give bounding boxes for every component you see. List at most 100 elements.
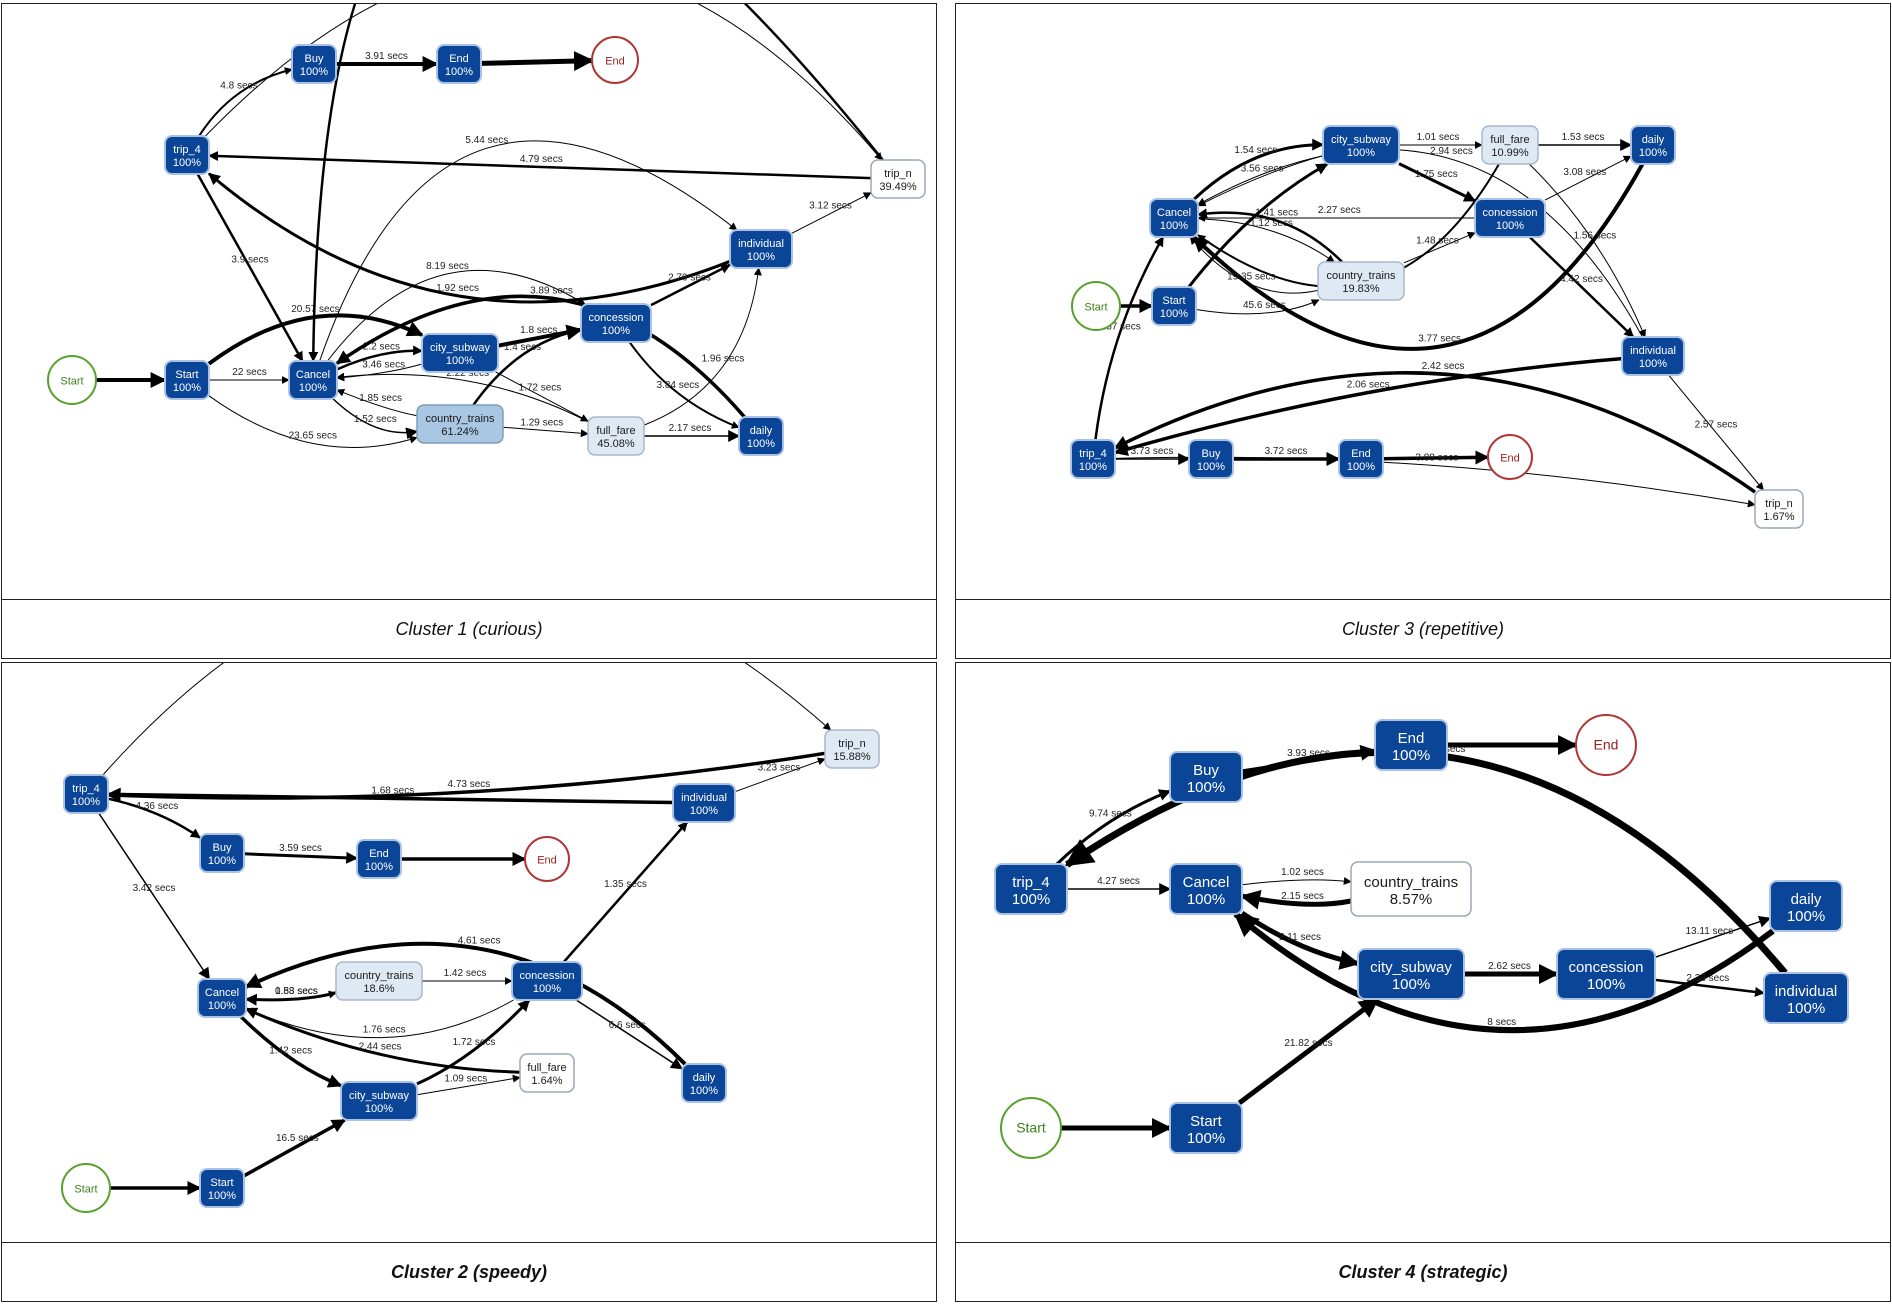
edge-tripn-to-trip4 <box>106 751 826 803</box>
edge-label: 19.35 secs <box>1227 272 1275 283</box>
node-layer: Buy100%End100%Endtrip_4100%Cancel100%cou… <box>994 714 1849 1159</box>
edge-label: 4.8 secs <box>220 80 257 91</box>
edge-label: 1.72 secs <box>453 1037 496 1048</box>
edge-label: 1.52 secs <box>354 414 397 425</box>
edge-trip4-to-buy <box>107 797 201 839</box>
node-percentage: 1.67% <box>1763 511 1794 523</box>
edge-label: 1.42 secs <box>269 1045 312 1056</box>
end-circle-node: End <box>524 836 570 882</box>
edge-cancel-to-city <box>336 345 423 371</box>
node-label: daily <box>1642 134 1665 146</box>
edge-concession-to-daily <box>575 999 684 1070</box>
edge-label: 5.57 secs <box>1098 321 1141 332</box>
edge-label: 1.42 secs <box>444 968 487 979</box>
edge-label: 22 secs <box>232 367 266 378</box>
edge-startb-to-country <box>208 395 418 449</box>
edge-city-to-concession <box>1398 162 1477 203</box>
node-label: concession <box>1482 207 1537 219</box>
edge-label: 1.01 secs <box>1417 132 1460 143</box>
edge-trip4-to-buy <box>198 67 293 137</box>
node-layer: Cancel100%city_subway100%full_fare10.99%… <box>1070 125 1804 529</box>
node-layer: StartBuy100%End100%Endtrip_4100%trip_n39… <box>47 36 926 456</box>
edge-label: 8.19 secs <box>426 261 469 272</box>
node-label: daily <box>1791 891 1822 908</box>
edge-label: 23.65 secs <box>289 431 337 442</box>
edge-label: 3.08 secs <box>1563 167 1606 178</box>
edge-startb-to-city <box>1237 997 1380 1105</box>
node-percentage: 100% <box>208 1000 236 1012</box>
node-tripn: trip_n39.49% <box>870 159 926 199</box>
edge-label: 3.56 secs <box>1241 163 1284 174</box>
node-label: trip_n <box>1765 498 1793 510</box>
edge-startb-to-city <box>1187 162 1329 288</box>
node-label: full_fare <box>527 1062 566 1074</box>
edge-concession-to-individual <box>1654 978 1765 997</box>
node-label: Start <box>60 376 83 388</box>
node-percentage: 10.99% <box>1491 147 1529 159</box>
node-label: Cancel <box>1183 874 1230 891</box>
edge-label: 3.42 secs <box>133 883 176 894</box>
node-label: Start <box>1162 295 1185 307</box>
edge-label: 2.57 secs <box>1695 420 1738 431</box>
edge-tripn-to-trip4 <box>1113 371 1757 494</box>
edge-tripn-to-cancel <box>308 4 884 362</box>
edge-trip4-to-cancel <box>98 812 210 980</box>
edge-label: 4.73 secs <box>447 779 490 790</box>
end-circle-node: End <box>1487 434 1533 480</box>
edge-label: 1.12 secs <box>1250 218 1293 229</box>
edge-daily-to-cancel <box>244 941 687 1066</box>
edge-label: 3.12 secs <box>809 201 852 212</box>
node-percentage: 100% <box>1079 461 1107 473</box>
edge-cancel-to-country <box>1241 876 1352 886</box>
node-percentage: 100% <box>300 66 328 78</box>
node-label: country_trains <box>425 413 495 425</box>
node-label: daily <box>693 1072 716 1084</box>
node-label: End <box>1398 730 1425 747</box>
node-percentage: 100% <box>533 983 561 995</box>
edge-label: 45.6 secs <box>1243 300 1286 311</box>
node-percentage: 100% <box>690 805 718 817</box>
edge-label: 3.46 secs <box>362 359 405 370</box>
node-percentage: 61.24% <box>441 426 479 438</box>
node-percentage: 18.6% <box>363 983 394 995</box>
start-circle-node: Start <box>1000 1097 1062 1159</box>
node-percentage: 19.83% <box>1342 283 1380 295</box>
node-percentage: 100% <box>1587 976 1625 993</box>
edge-label: 2.38 secs <box>1686 973 1729 984</box>
edge-trip4-to-buy <box>1055 789 1172 866</box>
edge-label: 6.6 secs <box>609 1020 646 1031</box>
edge-city-to-concession <box>416 998 531 1086</box>
edge-label: 1.76 secs <box>363 1025 406 1036</box>
edge-label: 0.83 secs <box>275 986 318 997</box>
node-label: Buy <box>213 842 232 854</box>
edge-individual-to-tripn <box>1668 374 1764 491</box>
edge-fullfare-to-individual <box>643 267 762 426</box>
edge-label: 1.96 secs <box>702 353 745 364</box>
node-percentage: 100% <box>1347 147 1375 159</box>
node-percentage: 8.57% <box>1390 891 1433 908</box>
edge-concession-to-daily <box>628 341 740 429</box>
edge-trip4-to-cancel <box>196 173 304 362</box>
node-label: individual <box>1630 345 1676 357</box>
edge-label: 4.27 secs <box>1097 876 1140 887</box>
node-label: End <box>537 855 557 867</box>
node-label: End <box>1594 737 1619 753</box>
edge-country-to-cancel <box>1189 236 1319 294</box>
node-label: full_fare <box>596 425 635 437</box>
